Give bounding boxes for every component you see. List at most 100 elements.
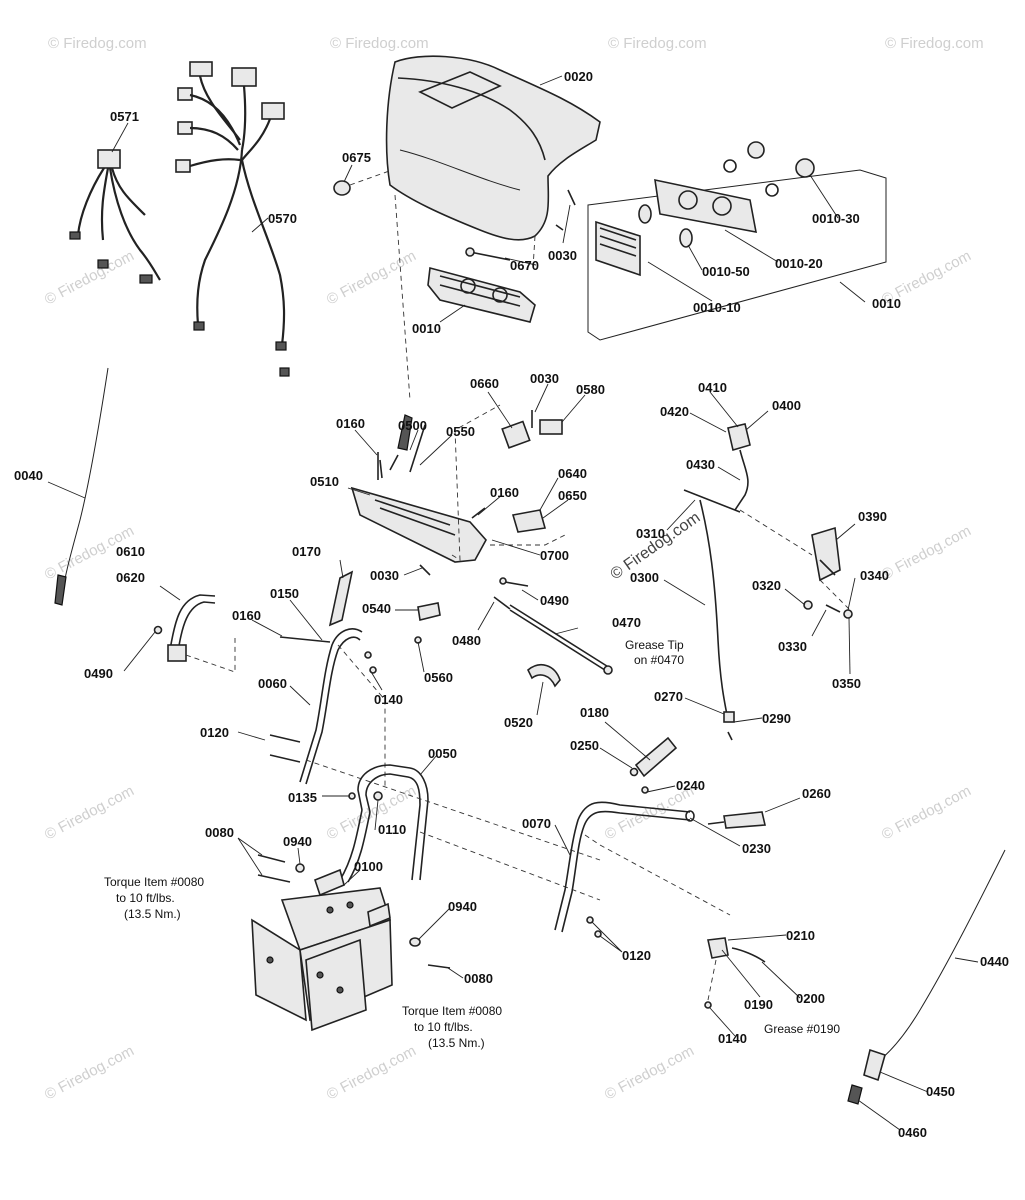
label-0270: 0270 (654, 689, 683, 704)
label-0460: 0460 (898, 1125, 927, 1140)
note-torque-1-value: to 10 ft/lbs. (116, 891, 175, 905)
label-0490: 0490 (540, 593, 569, 608)
cable-0040 (54, 367, 109, 606)
latch-0190 (704, 937, 766, 1009)
note-torque-2-value: to 10 ft/lbs. (414, 1020, 473, 1034)
label-0570: 0570 (268, 211, 297, 226)
console-0510 (350, 404, 566, 587)
label-0100: 0100 (354, 859, 383, 874)
headlight-assembly-0010 (587, 141, 887, 341)
note-torque-1: Torque Item #0080 (104, 875, 204, 889)
label-0190: 0190 (744, 997, 773, 1012)
harness-0571 (69, 149, 161, 284)
label-0140: 0140 (718, 1031, 747, 1046)
label-0030: 0030 (370, 568, 399, 583)
label-0060: 0060 (258, 676, 287, 691)
label-0170: 0170 (292, 544, 321, 559)
label-0300: 0300 (630, 570, 659, 585)
frame-plate (251, 868, 393, 1032)
handle-0070 (554, 801, 731, 938)
label-0350: 0350 (832, 676, 861, 691)
label-0700: 0700 (540, 548, 569, 563)
note-grease-tip-ref: on #0470 (634, 653, 684, 667)
label-0500: 0500 (398, 418, 427, 433)
watermark: © Firedog.com (324, 1042, 419, 1103)
watermark: © Firedog.com (879, 522, 974, 583)
label-0310: 0310 (636, 526, 665, 541)
label-0010-50: 0010-50 (702, 264, 750, 279)
label-0420: 0420 (660, 404, 689, 419)
label-0040: 0040 (14, 468, 43, 483)
label-0200: 0200 (796, 991, 825, 1006)
label-0480: 0480 (452, 633, 481, 648)
label-0520: 0520 (504, 715, 533, 730)
label-0571: 0571 (110, 109, 139, 124)
label-0610: 0610 (116, 544, 145, 559)
label-0080: 0080 (464, 971, 493, 986)
grip-0180 (629, 736, 678, 794)
label-0490: 0490 (84, 666, 113, 681)
label-0010-10: 0010-10 (693, 300, 741, 315)
label-0020: 0020 (564, 69, 593, 84)
rod-0470 (414, 596, 613, 675)
screw-0030 (555, 189, 576, 231)
grip-0260 (723, 811, 766, 829)
label-0150: 0150 (270, 586, 299, 601)
harness-0570 (175, 61, 290, 377)
note-torque-2-metric: (13.5 Nm.) (428, 1036, 485, 1050)
label-0670: 0670 (510, 258, 539, 273)
watermark: © Firedog.com (42, 782, 137, 843)
label-0180: 0180 (580, 705, 609, 720)
label-0080: 0080 (205, 825, 234, 840)
cable-0440 (847, 849, 1006, 1105)
label-0135: 0135 (288, 790, 317, 805)
label-0160: 0160 (336, 416, 365, 431)
note-grease-0190: Grease #0190 (764, 1022, 840, 1036)
watermark: © Firedog.com (879, 782, 974, 843)
label-0540: 0540 (362, 601, 391, 616)
label-0650: 0650 (558, 488, 587, 503)
label-0070: 0070 (522, 816, 551, 831)
watermark: © Firedog.com (48, 35, 147, 52)
label-0010-30: 0010-30 (812, 211, 860, 226)
part-labels: 0020 0571 0570 0675 0030 0670 0010 0010-… (14, 69, 1009, 1140)
label-0430: 0430 (686, 457, 715, 472)
leader-lines (47, 75, 979, 1131)
label-0140: 0140 (374, 692, 403, 707)
label-0550: 0550 (446, 424, 475, 439)
handle-0050 (305, 759, 601, 901)
label-0400: 0400 (772, 398, 801, 413)
watermark: © Firedog.com (42, 247, 137, 308)
label-0250: 0250 (570, 738, 599, 753)
pin-0260 (707, 821, 725, 825)
label-0010-assembly: 0010 (872, 296, 901, 311)
note-grease-tip: Grease Tip (625, 638, 684, 652)
watermark: © Firedog.com (602, 1042, 697, 1103)
handle-0060 (279, 628, 386, 790)
watermark: © Firedog.com (42, 1042, 137, 1103)
label-0450: 0450 (926, 1084, 955, 1099)
label-0160: 0160 (490, 485, 519, 500)
watermark: © Firedog.com (330, 35, 429, 52)
label-0940: 0940 (448, 899, 477, 914)
label-0410: 0410 (698, 380, 727, 395)
hood-0020 (385, 55, 601, 401)
label-0230: 0230 (742, 841, 771, 856)
label-0580: 0580 (576, 382, 605, 397)
grip-0170 (328, 570, 354, 627)
label-0050: 0050 (428, 746, 457, 761)
label-0940: 0940 (283, 834, 312, 849)
watermark: © Firedog.com (885, 35, 984, 52)
label-0160: 0160 (232, 608, 261, 623)
label-0010-20: 0010-20 (775, 256, 823, 271)
label-0510: 0510 (310, 474, 339, 489)
label-0210: 0210 (786, 928, 815, 943)
label-0390: 0390 (858, 509, 887, 524)
watermark: © Firedog.com (324, 247, 419, 308)
note-torque-2: Torque Item #0080 (402, 1004, 502, 1018)
label-0030: 0030 (530, 371, 559, 386)
label-0640: 0640 (558, 466, 587, 481)
label-0120: 0120 (622, 948, 651, 963)
